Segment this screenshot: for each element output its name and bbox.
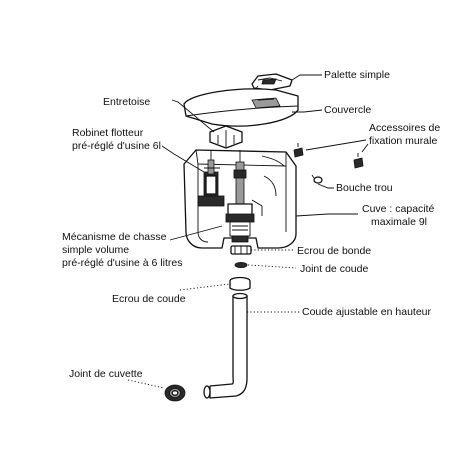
leader-accessoires	[305, 139, 367, 151]
label-accessoires-line1: Accessoires de	[369, 122, 440, 134]
label-cuve-line1: Cuve : capacité	[362, 203, 435, 215]
spacer-part	[209, 125, 243, 149]
label-cuve-line2: maximale 9l	[371, 216, 427, 228]
label-entretoise: Entretoise	[103, 96, 150, 108]
leader-joint-cuvette	[127, 379, 165, 389]
wall-fixing-screw-2	[353, 153, 364, 169]
label-robinet-line1: Robinet flotteur	[72, 127, 144, 139]
label-joint-coude: Joint de coude	[300, 263, 368, 275]
label-mecanisme-line3: pré-réglé d'usine à 6 litres	[62, 257, 182, 269]
label-ecrou-bonde: Ecrou de bonde	[297, 245, 371, 257]
bung-nut-part	[230, 245, 252, 255]
lid-part	[183, 88, 299, 127]
label-mecanisme-line2: simple volume	[62, 244, 129, 256]
elbow-nut-part	[229, 276, 251, 291]
leader-joint-coude	[247, 264, 297, 269]
label-joint-cuvette: Joint de cuvette	[69, 368, 143, 380]
wall-fixing-screw-1	[293, 143, 304, 158]
push-button-part	[251, 73, 293, 91]
leader-couvercle	[292, 109, 323, 113]
leader-accessoires-2	[361, 143, 369, 153]
adjustable-elbow-part	[203, 292, 248, 399]
label-coude-ajustable: Coude ajustable en hauteur	[302, 306, 432, 318]
leader-robinet	[161, 145, 205, 173]
bowl-seal-part	[164, 384, 186, 402]
label-palette-simple: Palette simple	[324, 69, 390, 81]
leader-mecanisme	[169, 225, 223, 241]
elbow-seal-part	[234, 261, 248, 268]
leader-cuve	[295, 213, 358, 217]
leader-palette-simple	[291, 74, 322, 81]
flush-mechanism-part	[225, 150, 263, 243]
leader-entretoise	[171, 99, 215, 133]
label-ecrou-coude: Ecrou de coude	[112, 293, 186, 305]
label-couvercle: Couvercle	[324, 104, 371, 116]
label-mecanisme-line1: Mécanisme de chasse	[62, 231, 167, 243]
label-robinet-line2: pré-réglé d'usine 6l	[72, 140, 161, 152]
plug-part	[311, 174, 323, 184]
leader-ecrou-coude	[179, 283, 231, 291]
label-bouche-trou: Bouche trou	[336, 182, 393, 194]
float-valve-part	[197, 150, 225, 207]
label-accessoires-line2: fixation murale	[369, 135, 437, 147]
leader-bouche-trou	[317, 183, 334, 189]
